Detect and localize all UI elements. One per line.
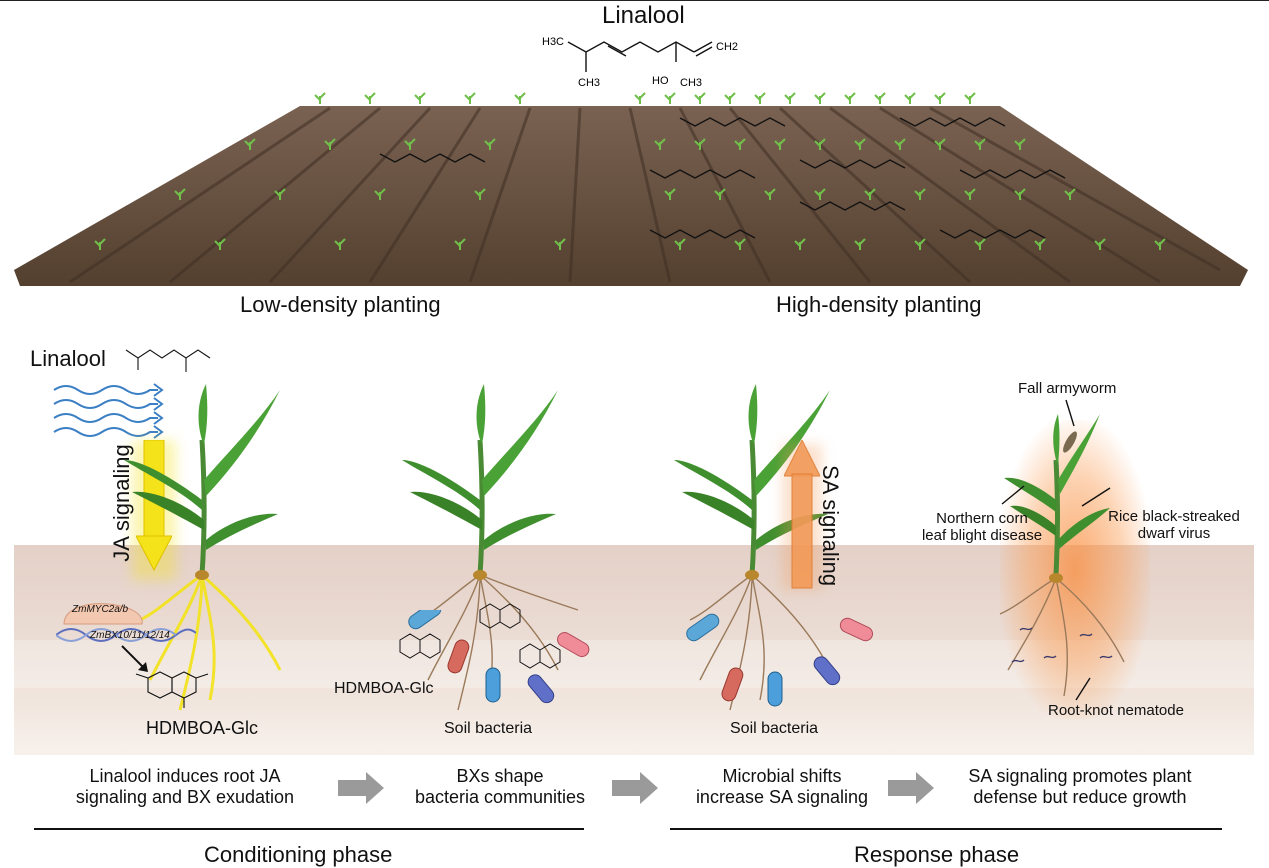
field-illustration — [14, 92, 1248, 286]
hdmboa-molecule-1 — [135, 671, 209, 708]
step-3-line2: increase SA signaling — [695, 787, 869, 807]
linalool-molecule: H3C CH3 HO CH3 CH2 — [542, 36, 738, 89]
step-4-line1: SA signaling promotes plant — [968, 766, 1192, 786]
step-2-line2: bacteria communities — [414, 787, 586, 807]
p2-bacteria-label: Soil bacteria — [444, 720, 533, 737]
step-arrow-3 — [888, 772, 934, 804]
conditioning-line — [34, 828, 584, 830]
wind-icon — [53, 383, 164, 439]
disease-label: Northern corn leaf blight disease — [918, 510, 1046, 544]
sa-defense-glow — [1000, 420, 1150, 720]
mol-ho: HO — [652, 75, 669, 87]
p1-linalool-label: Linalool — [30, 346, 106, 371]
pest-pointer — [1065, 399, 1075, 427]
p2-compound-label: HDMBOA-Glc — [334, 680, 434, 697]
step-3-caption: Microbial shifts increase SA signaling — [672, 766, 892, 808]
p1-compound-label: HDMBOA-Glc — [146, 718, 258, 738]
disease-pointer — [1001, 485, 1025, 505]
plant-2 — [402, 384, 579, 711]
p3-bacteria-label: Soil bacteria — [730, 720, 819, 737]
step-3-line1: Microbial shifts — [722, 766, 842, 786]
step-4-line2: defense but reduce growth — [973, 787, 1187, 807]
step-arrow-2 — [612, 772, 658, 804]
top-border — [0, 0, 1269, 1]
bacteria-group-2 — [408, 610, 590, 704]
linalool-title: Linalool — [602, 2, 685, 29]
pest-label: Fall armyworm — [1018, 380, 1117, 397]
mol-ch2: CH2 — [716, 41, 738, 53]
nematode-pointer — [1075, 677, 1091, 701]
gene-bx-label: ZmBX10/11/12/14 — [90, 630, 170, 641]
virus-pointer — [1081, 487, 1111, 507]
disease-line1: Northern corn — [936, 510, 1028, 527]
step-1-line1: Linalool induces root JA — [89, 766, 281, 786]
bacteria-group-3 — [686, 613, 874, 707]
high-density-label: High-density planting — [776, 292, 982, 317]
virus-line1: Rice black-streaked — [1108, 508, 1240, 525]
disease-line2: leaf blight disease — [921, 527, 1043, 544]
step-4-caption: SA signaling promotes plant defense but … — [940, 766, 1220, 808]
bx-arrow — [121, 645, 148, 672]
p1-linalool-molecule — [125, 349, 211, 372]
field-soil — [14, 106, 1248, 286]
sa-signaling-arrow — [784, 440, 820, 589]
sa-signaling-label: SA signaling — [818, 465, 843, 587]
conditioning-phase-label: Conditioning phase — [204, 842, 393, 867]
step-2-line1: BXs shape — [456, 766, 544, 786]
plant-1 — [124, 384, 282, 711]
response-line — [670, 828, 1222, 830]
dna-icon — [56, 628, 196, 642]
low-density-label: Low-density planting — [240, 292, 441, 317]
virus-line2: dwarf virus — [1137, 525, 1211, 542]
myc-transcription-factor — [63, 603, 143, 625]
mol-ch3-a: CH3 — [578, 77, 600, 89]
virus-label: Rice black-streaked dwarf virus — [1094, 508, 1254, 542]
plant-4 — [999, 414, 1125, 697]
mol-h3c: H3C — [542, 36, 564, 48]
plant-3 — [674, 384, 831, 711]
nematode-label: Root-knot nematode — [1048, 702, 1184, 719]
response-phase-label: Response phase — [854, 842, 1020, 867]
step-1-caption: Linalool induces root JA signaling and B… — [50, 766, 320, 808]
gene-myc-label: ZmMYC2a/b — [72, 604, 129, 615]
hdmboa-molecules-2 — [399, 603, 561, 669]
step-1-line2: signaling and BX exudation — [75, 787, 295, 807]
step-arrow-1 — [338, 772, 384, 804]
ja-signaling-arrow — [136, 440, 172, 572]
step-2-caption: BXs shape bacteria communities — [400, 766, 600, 808]
mol-ch3-b: CH3 — [680, 77, 702, 89]
